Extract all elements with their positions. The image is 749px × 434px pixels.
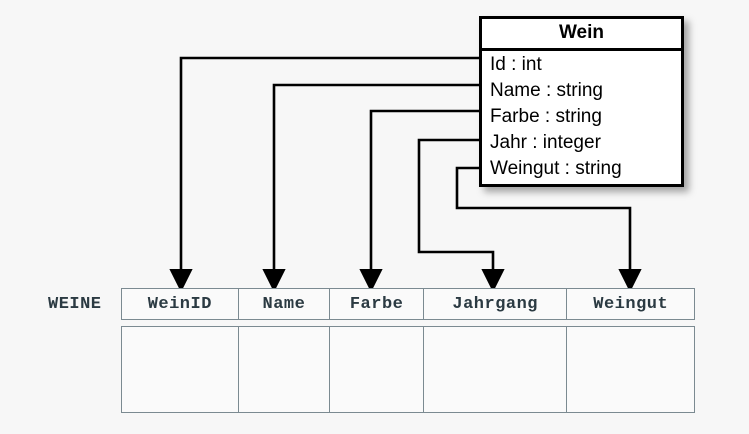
uml-attribute-jahr: Jahr : integer (490, 132, 601, 153)
mapping-weingut-weingut (455, 166, 642, 293)
uml-attribute-farbe: Farbe : string (490, 106, 602, 127)
mapping-jahr-jahrgang (417, 138, 505, 293)
uml-class-wein[interactable]: Wein Id : int Name : string Farbe : stri… (479, 16, 684, 187)
table-header-cell-jahrgang[interactable]: Jahrgang (424, 289, 568, 319)
table-row (121, 326, 695, 413)
uml-class-name: Wein (482, 19, 681, 51)
table-header-row: WeinID Name Farbe Jahrgang Weingut (121, 288, 695, 320)
table-header-cell-weinid[interactable]: WeinID (122, 289, 239, 319)
uml-attribute-id: Id : int (490, 54, 542, 75)
mapping-name-name (262, 83, 479, 293)
mapping-id-weinid (169, 56, 479, 293)
table-header-cell-weingut[interactable]: Weingut (593, 294, 669, 314)
table-header-cell-name[interactable]: Name (239, 289, 331, 319)
table-cell-weinid[interactable] (122, 327, 239, 412)
uml-attribute-name: Name : string (490, 80, 603, 101)
table-cell-farbe[interactable] (330, 327, 424, 412)
uml-attribute-weingut: Weingut : string (490, 158, 622, 179)
mapping-farbe-farbe (359, 109, 479, 293)
relational-table-name: WEINE (48, 295, 102, 314)
table-cell-jahrgang[interactable] (424, 327, 568, 412)
table-cell-name[interactable] (239, 327, 331, 412)
relational-table-weine: WeinID Name Farbe Jahrgang Weingut (121, 288, 695, 413)
table-cell-weingut[interactable] (567, 327, 694, 412)
uml-attribute-list: Id : int Name : string Farbe : string Ja… (482, 51, 681, 184)
table-header-cell-farbe[interactable]: Farbe (330, 289, 424, 319)
